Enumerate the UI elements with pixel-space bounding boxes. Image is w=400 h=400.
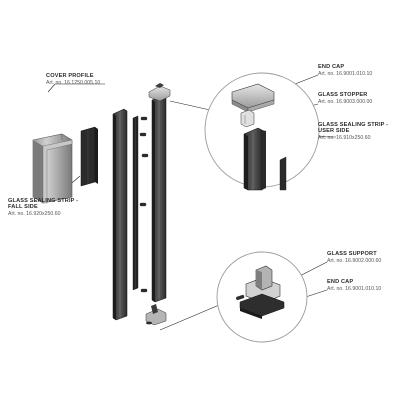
label-end-cap-top: END CAP Art. no. 16.9001.010.10 [318, 64, 372, 78]
label-sealing-user-art: Art. no. 16.910x250.60 [318, 135, 371, 142]
label-glass-stopper: GLASS STOPPER Art. no. 16.9003.000.00 [318, 92, 372, 106]
label-glass-stopper-art: Art. no. 16.9003.000.00 [318, 98, 373, 105]
label-end-cap-top-title: END CAP [318, 64, 345, 70]
detail-circle-bottom [216, 251, 308, 343]
label-glass-support: GLASS SUPPORT Art. no. 16.9002.000.60 [327, 251, 381, 265]
label-glass-support-art: Art. no. 16.9002.000.60 [327, 257, 382, 264]
label-cover-profile-art: Art. no. 16.1250.005.10 [46, 79, 101, 86]
label-end-cap-bottom-title: END CAP [327, 279, 354, 285]
label-sealing-fall-title-1: GLASS SEALING STRIP - [8, 198, 79, 204]
main-post [148, 83, 171, 303]
label-glass-stopper-title: GLASS STOPPER [318, 92, 368, 98]
label-sealing-user-title-1: GLASS SEALING STRIP - [318, 122, 389, 128]
screw-icon [139, 116, 149, 293]
label-sealing-user-title-2: USER SIDE [318, 128, 350, 135]
thin-strip [132, 115, 139, 291]
label-end-cap-bottom-art: Art. no. 16.9001.010.10 [327, 285, 382, 292]
profile-assembly [32, 83, 171, 326]
label-sealing-fall-title-2: FALL SIDE [8, 204, 38, 211]
detail-circle-top [204, 72, 320, 191]
sealing-strip-fall-graphic [80, 126, 98, 187]
label-sealing-user: GLASS SEALING STRIP - USER SIDE Art. no.… [318, 122, 388, 142]
tall-cover-profile [112, 108, 128, 321]
label-cover-profile: COVER PROFILE Art. no. 16.1250.005.10 [46, 73, 100, 87]
label-sealing-fall-art: Art. no. 16.920x250.60 [8, 211, 61, 218]
label-end-cap-top-art: Art. no. 16.9001.010.10 [318, 70, 373, 77]
label-cover-profile-title: COVER PROFILE [46, 73, 94, 79]
label-end-cap-bottom: END CAP Art. no. 16.9001.010.10 [327, 279, 381, 293]
bottom-support-small [145, 304, 167, 326]
cover-profile-graphic [32, 133, 73, 204]
label-sealing-fall: GLASS SEALING STRIP - FALL SIDE Art. no.… [8, 198, 78, 218]
label-glass-support-title: GLASS SUPPORT [327, 251, 377, 257]
